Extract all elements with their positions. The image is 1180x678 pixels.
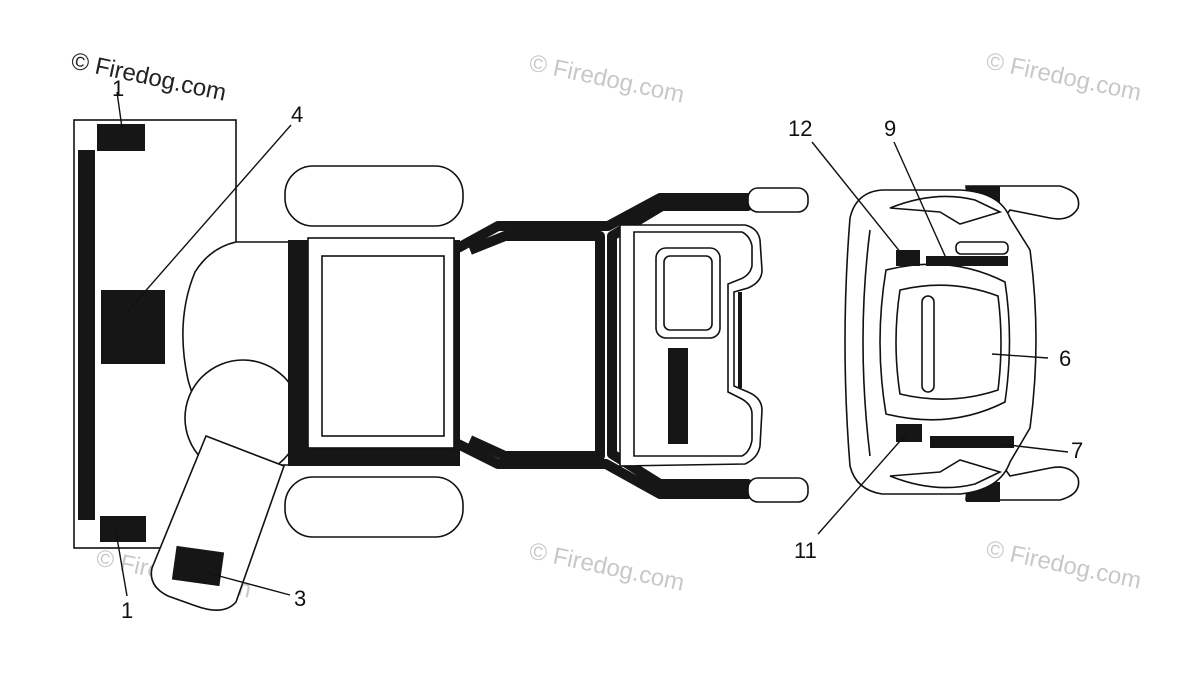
- callout-11: 11: [794, 538, 817, 563]
- watermark-bottom-middle: © Firedog.com: [527, 537, 687, 596]
- operator-console-view: [844, 185, 1080, 502]
- leader-11: [817, 431, 909, 535]
- watermark-top-left: © Firedog.com: [69, 47, 229, 106]
- callout-7: 7: [1071, 438, 1083, 463]
- decal-9-window: [955, 241, 1009, 255]
- decal-12: [896, 250, 920, 266]
- right-wheel-bottom: [284, 476, 464, 538]
- console-inner-left: [862, 229, 871, 457]
- seat-inner: [895, 284, 1002, 400]
- leader-lines: [115, 91, 1069, 597]
- leader-9: [893, 141, 947, 259]
- decal-7: [930, 436, 1014, 448]
- callout-1-bottom: 1: [121, 598, 133, 623]
- leader-1-top: [116, 91, 123, 129]
- callout-1-top: 1: [112, 76, 124, 101]
- blade-edge-strip: [78, 150, 95, 520]
- leader-12: [811, 141, 906, 259]
- decal-9: [926, 256, 1008, 266]
- console-shroud-upper: [889, 195, 1003, 225]
- seat-slot: [921, 295, 935, 393]
- decal-3: [171, 545, 225, 587]
- callout-4: 4: [291, 102, 303, 127]
- panel-decal-strip: [668, 348, 688, 444]
- decal-1-bottom: [100, 516, 146, 542]
- decal-1-top: [97, 124, 145, 151]
- grip-upper: [747, 187, 809, 213]
- callout-12: 12: [788, 116, 812, 141]
- seat-outer: [879, 263, 1011, 421]
- panel-side-bar: [738, 292, 742, 388]
- watermark-bottom-right: © Firedog.com: [984, 535, 1144, 594]
- decal-4: [101, 290, 165, 364]
- watermark-top-middle: © Firedog.com: [527, 49, 687, 108]
- callout-labels: 1 1 3 4 6 7 9 11 12: [112, 76, 1083, 623]
- engine-cover-panel: [321, 255, 445, 437]
- leader-3: [207, 572, 291, 596]
- machine-top-view: [73, 119, 809, 611]
- left-wheel-top: [284, 165, 464, 227]
- callout-6: 6: [1059, 346, 1071, 371]
- display-window-inner: [663, 255, 713, 331]
- leader-7: [999, 443, 1069, 453]
- decal-11: [896, 424, 922, 442]
- console-shroud-lower: [889, 459, 1003, 489]
- display-window: [655, 247, 721, 339]
- grip-lower: [747, 477, 809, 503]
- control-panel-inner: [633, 231, 753, 457]
- watermark-top-right: © Firedog.com: [984, 47, 1144, 106]
- handle-frame: [455, 193, 753, 499]
- leader-4: [126, 124, 292, 313]
- leader-6: [991, 353, 1049, 359]
- callout-9: 9: [884, 116, 896, 141]
- callout-3: 3: [294, 586, 306, 611]
- leader-1-bottom: [115, 531, 128, 597]
- handle-inner-rail: [467, 231, 605, 461]
